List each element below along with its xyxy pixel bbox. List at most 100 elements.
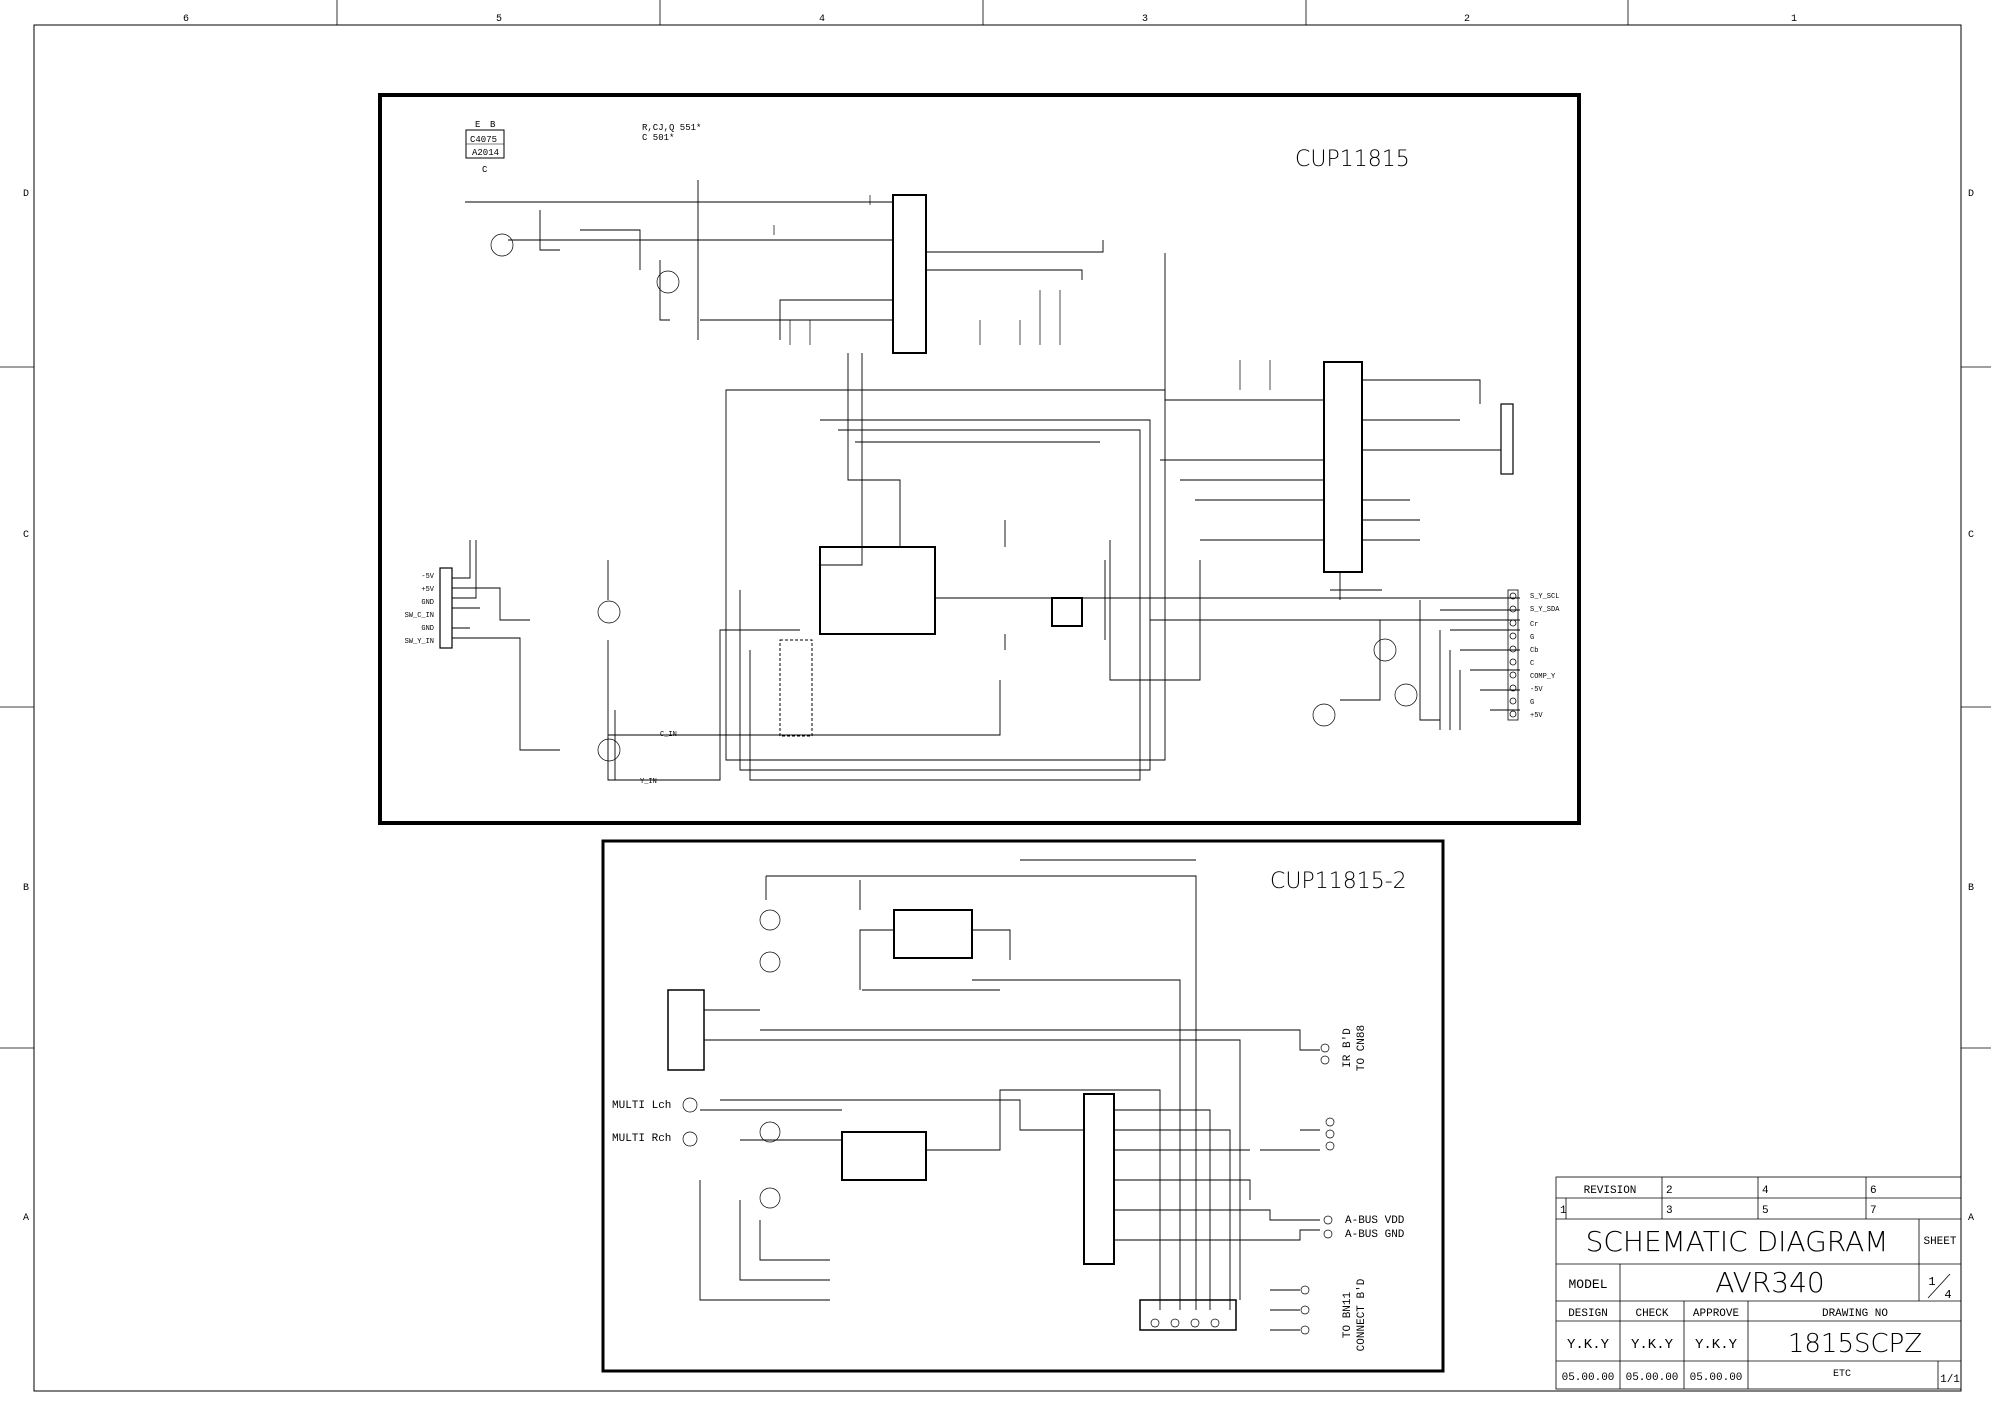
grid-col-1: 1 [1791, 14, 1797, 25]
grid-row-c-right: C [1968, 530, 1974, 541]
grid-row-a-right: A [1968, 1213, 1974, 1224]
ir-board-label: IR B'D [1342, 1028, 1354, 1068]
left-connector-labels: -5V +5V GND SW_C_IN GND SW_Y_IN [405, 573, 435, 646]
drawing-border [33, 24, 1962, 1392]
net-y-in: Y_IN [640, 778, 657, 786]
conn-r-label-5: C [1530, 660, 1534, 668]
transistor-pin-legend: E B C4075 A2014 C [465, 120, 505, 175]
multi-rch-label: MULTI Rch [612, 1133, 671, 1145]
optical-jack [667, 989, 705, 1071]
sheet-number: 1 [1928, 1275, 1935, 1289]
conn-r-label-0: S_Y_SCL [1530, 593, 1559, 601]
abus-vdd-label: A-BUS VDD [1345, 1215, 1405, 1227]
grid-row-d-right: D [1968, 189, 1974, 200]
grid-row-b-right: B [1968, 883, 1974, 894]
ic-abus-driver [1083, 1093, 1115, 1265]
dashed-sub-block [779, 639, 813, 737]
rev-2: 2 [1666, 1185, 1673, 1197]
legend-part: C4075 [470, 135, 497, 145]
legend-alt: A2014 [472, 148, 499, 158]
conn-r-label-6: COMP_Y [1530, 673, 1556, 681]
legend-e: E [475, 120, 480, 130]
drawing-number: 1815SCPZ [1788, 1329, 1922, 1359]
ic-op-amp-top [893, 909, 973, 959]
board1-note-1: R,CJ,Q 551* [642, 123, 701, 133]
to-bn11-label: TO BN11 [1342, 1292, 1354, 1339]
check-initials: Y.K.Y [1631, 1337, 1674, 1353]
conn-l-label-5: SW_Y_IN [405, 638, 434, 646]
ic-y-c-separator [892, 194, 927, 354]
legend-b: B [490, 120, 496, 130]
rev-5: 5 [1762, 1205, 1769, 1217]
revision-label: REVISION [1584, 1185, 1637, 1197]
net-c-in: C_IN [660, 731, 677, 739]
ir-to-cn88-label: TO CN88 [1356, 1025, 1368, 1071]
board2-outline [601, 839, 1445, 1373]
drawing-no-label: DRAWING NO [1822, 1308, 1888, 1320]
connector-cn [1500, 403, 1514, 475]
ic-chroma-decoder [819, 546, 936, 635]
conn-r-label-8: G [1530, 699, 1534, 707]
title-block [1555, 1176, 1962, 1390]
approve-label: APPROVE [1693, 1308, 1740, 1320]
grid-row-d-left: D [23, 189, 29, 200]
grid-row-c-left: C [23, 530, 29, 541]
approve-date: 05.00.00 [1690, 1372, 1743, 1384]
grid-col-6: 6 [183, 14, 189, 25]
multi-lch-label: MULTI Lch [612, 1100, 671, 1112]
ic-regulator [1051, 597, 1083, 627]
rev-4: 4 [1762, 1185, 1769, 1197]
conn-l-label-0: -5V [421, 573, 434, 581]
sheet-label: SHEET [1923, 1236, 1956, 1248]
rev-3: 3 [1666, 1205, 1673, 1217]
connector-bottom [1139, 1299, 1237, 1331]
check-date: 05.00.00 [1626, 1372, 1679, 1384]
check-label: CHECK [1635, 1308, 1668, 1320]
board-cup11815-2: CUP11815-2 [601, 839, 1445, 1373]
conn-l-label-3: SW_C_IN [405, 612, 434, 620]
right-connector-pins [1507, 589, 1519, 721]
conn-l-label-2: GND [421, 599, 434, 607]
design-date: 05.00.00 [1562, 1372, 1615, 1384]
connect-bd-label: CONNECT B'D [1356, 1278, 1368, 1351]
board2-title: CUP11815-2 [1270, 869, 1407, 894]
ic-op-amp-bottom [841, 1131, 927, 1181]
conn-r-label-9: +5V [1530, 712, 1543, 720]
conn-r-label-7: -5V [1530, 686, 1543, 694]
model-value: AVR340 [1715, 1266, 1824, 1299]
grid-col-2: 2 [1464, 14, 1470, 25]
conn-l-label-1: +5V [421, 586, 434, 594]
rev-6: 6 [1870, 1185, 1877, 1197]
board2-components [682, 909, 1335, 1335]
conn-r-label-1: S_Y_SDA [1530, 606, 1560, 614]
rev-7: 7 [1870, 1205, 1877, 1217]
legend-c: C [482, 165, 488, 175]
page-fraction: 1/1 [1940, 1374, 1960, 1386]
design-initials: Y.K.Y [1567, 1337, 1610, 1353]
abus-gnd-label: A-BUS GND [1345, 1229, 1405, 1241]
conn-r-label-3: G [1530, 634, 1534, 642]
sheet-total: 4 [1944, 1288, 1951, 1302]
board1-components [490, 195, 1418, 762]
conn-l-label-4: GND [421, 625, 434, 633]
board1-title: CUP11815 [1295, 147, 1410, 172]
board2-wiring [699, 859, 1320, 1331]
grid-col-3: 3 [1142, 14, 1148, 25]
ic-video-switch [1323, 361, 1363, 573]
title-block-text: REVISION 1 2 3 4 5 6 7 SCHEMATIC DIAGRAM… [1560, 1185, 1960, 1386]
grid-col-5: 5 [496, 14, 502, 25]
board1-wiring [452, 180, 1520, 781]
board-cup11815: CUP11815 E B C4075 A2014 C R,CJ,Q 551* C… [378, 93, 1581, 825]
board1-outline [378, 93, 1581, 825]
etc-label: ETC [1833, 1369, 1851, 1380]
board1-note-2: C 501* [642, 133, 674, 143]
conn-r-label-2: Cr [1530, 621, 1538, 629]
grid-row-a-left: A [23, 1213, 29, 1224]
right-connector-labels: S_Y_SCL S_Y_SDA Cr G Cb C COMP_Y -5V G +… [1530, 593, 1560, 720]
grid-ticks [0, 0, 1991, 1049]
grid-col-4: 4 [819, 14, 825, 25]
grid-row-b-left: B [23, 883, 29, 894]
rev-1: 1 [1560, 1205, 1567, 1217]
